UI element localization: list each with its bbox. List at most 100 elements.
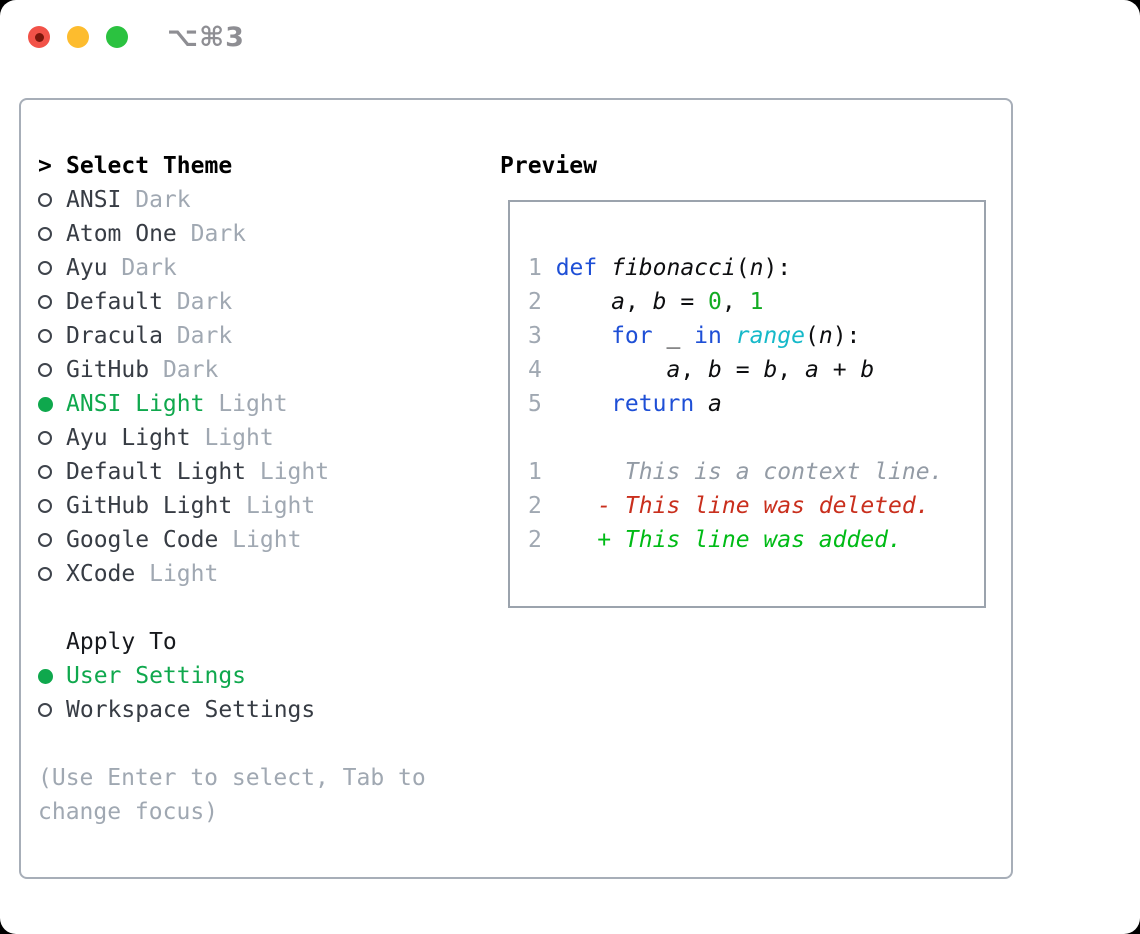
code-token: b — [860, 357, 875, 383]
code-token: This is a context line. — [555, 459, 944, 485]
theme-name: XCode — [66, 561, 136, 587]
window-shortcut-label: ⌥⌘3 — [167, 22, 245, 53]
line-number: 5 — [528, 391, 542, 417]
code-token: 0 — [708, 289, 722, 315]
theme-option[interactable]: Atom One Dark — [38, 217, 479, 251]
code-token: in — [694, 323, 722, 349]
radio-unselected-icon — [38, 261, 66, 275]
line-number: 3 — [528, 323, 542, 349]
radio-unselected-icon — [38, 703, 66, 717]
code-token: ): — [763, 255, 792, 281]
theme-option[interactable]: Dracula Dark — [38, 319, 479, 353]
apply-to-header-row: Apply To — [38, 625, 479, 659]
code-token: return — [611, 391, 695, 417]
code-token: for — [611, 323, 653, 349]
line-number: 2 — [528, 289, 542, 315]
code-token — [556, 323, 611, 349]
theme-variant: Dark — [107, 255, 177, 281]
theme-option[interactable]: Google Code Light — [38, 523, 479, 557]
theme-name: Default — [66, 289, 163, 315]
theme-option[interactable]: Default Light Light — [38, 455, 479, 489]
code-token: = — [721, 357, 764, 383]
code-token: fibonacci — [611, 255, 736, 281]
theme-variant: Light — [246, 459, 330, 485]
select-theme-header-row: > Select Theme — [38, 149, 479, 183]
code-line: 2 + This line was added. — [528, 523, 984, 557]
theme-option[interactable]: ANSI Light Light — [38, 387, 479, 421]
preview-title: Preview — [500, 153, 597, 179]
radio-unselected-icon — [38, 193, 66, 207]
radio-unselected-icon — [38, 533, 66, 547]
theme-option[interactable]: Ayu Light Light — [38, 421, 479, 455]
close-dot-icon — [34, 32, 44, 42]
theme-name: GitHub — [66, 357, 150, 383]
code-line: 1 This is a context line. — [528, 455, 984, 489]
radio-selected-icon — [38, 668, 66, 684]
code-line: 4 a, b = b, a + b — [528, 353, 984, 387]
minimize-button[interactable] — [67, 26, 89, 48]
code-token — [694, 391, 708, 417]
close-button[interactable] — [28, 26, 50, 48]
theme-option[interactable]: XCode Light — [38, 557, 479, 591]
code-token: , — [721, 289, 750, 315]
theme-variant: Dark — [162, 289, 233, 315]
code-token: - This line was deleted. — [555, 493, 930, 519]
maximize-button[interactable] — [106, 26, 128, 48]
radio-unselected-icon — [38, 363, 66, 377]
code-token: a — [708, 391, 722, 417]
radio-unselected-icon — [38, 567, 66, 581]
code-token: , — [777, 357, 805, 383]
theme-variant: Light — [204, 391, 288, 417]
radio-unselected-icon — [38, 465, 66, 479]
theme-name: Atom One — [66, 221, 177, 247]
code-token: def — [555, 255, 598, 281]
theme-name: Google Code — [66, 527, 219, 553]
theme-option[interactable]: GitHub Dark — [38, 353, 479, 387]
line-number: 1 — [528, 459, 542, 485]
theme-name: Ayu — [66, 255, 108, 281]
theme-variant: Dark — [176, 221, 247, 247]
code-token: a — [611, 289, 625, 315]
code-token — [597, 255, 611, 281]
apply-to-option[interactable]: User Settings — [38, 659, 479, 693]
code-line: 2 - This line was deleted. — [528, 489, 984, 523]
radio-unselected-icon — [38, 431, 66, 445]
code-token: b — [763, 357, 778, 383]
apply-to-option-label: User Settings — [66, 663, 247, 689]
apply-to-option[interactable]: Workspace Settings — [38, 693, 479, 727]
hint-text: (Use Enter to select, Tab to change focu… — [38, 765, 426, 825]
radio-unselected-icon — [38, 499, 66, 513]
radio-unselected-icon — [38, 295, 66, 309]
theme-option[interactable]: Ayu Dark — [38, 251, 479, 285]
theme-option[interactable]: ANSI Dark — [38, 183, 479, 217]
radio-selected-icon — [38, 396, 66, 412]
radio-unselected-icon — [38, 227, 66, 241]
theme-name: Default Light — [66, 459, 247, 485]
code-line: 5 return a — [528, 387, 984, 421]
code-token: range — [735, 323, 805, 349]
code-line: 3 for _ in range(n): — [528, 319, 984, 353]
code-token: n — [818, 323, 833, 349]
code-line — [528, 421, 984, 455]
theme-variant: Dark — [121, 187, 191, 213]
theme-option[interactable]: Default Dark — [38, 285, 479, 319]
code-token: ( — [804, 323, 819, 349]
code-token: + — [818, 357, 861, 383]
theme-variant: Light — [232, 493, 316, 519]
theme-option[interactable]: GitHub Light Light — [38, 489, 479, 523]
theme-variant: Dark — [162, 323, 233, 349]
code-token: ( — [735, 255, 750, 281]
line-number: 1 — [528, 255, 542, 281]
line-number: 2 — [528, 527, 542, 553]
theme-name: GitHub Light — [66, 493, 233, 519]
radio-unselected-icon — [38, 329, 66, 343]
line-number: 2 — [528, 493, 542, 519]
theme-variant: Light — [135, 561, 219, 587]
